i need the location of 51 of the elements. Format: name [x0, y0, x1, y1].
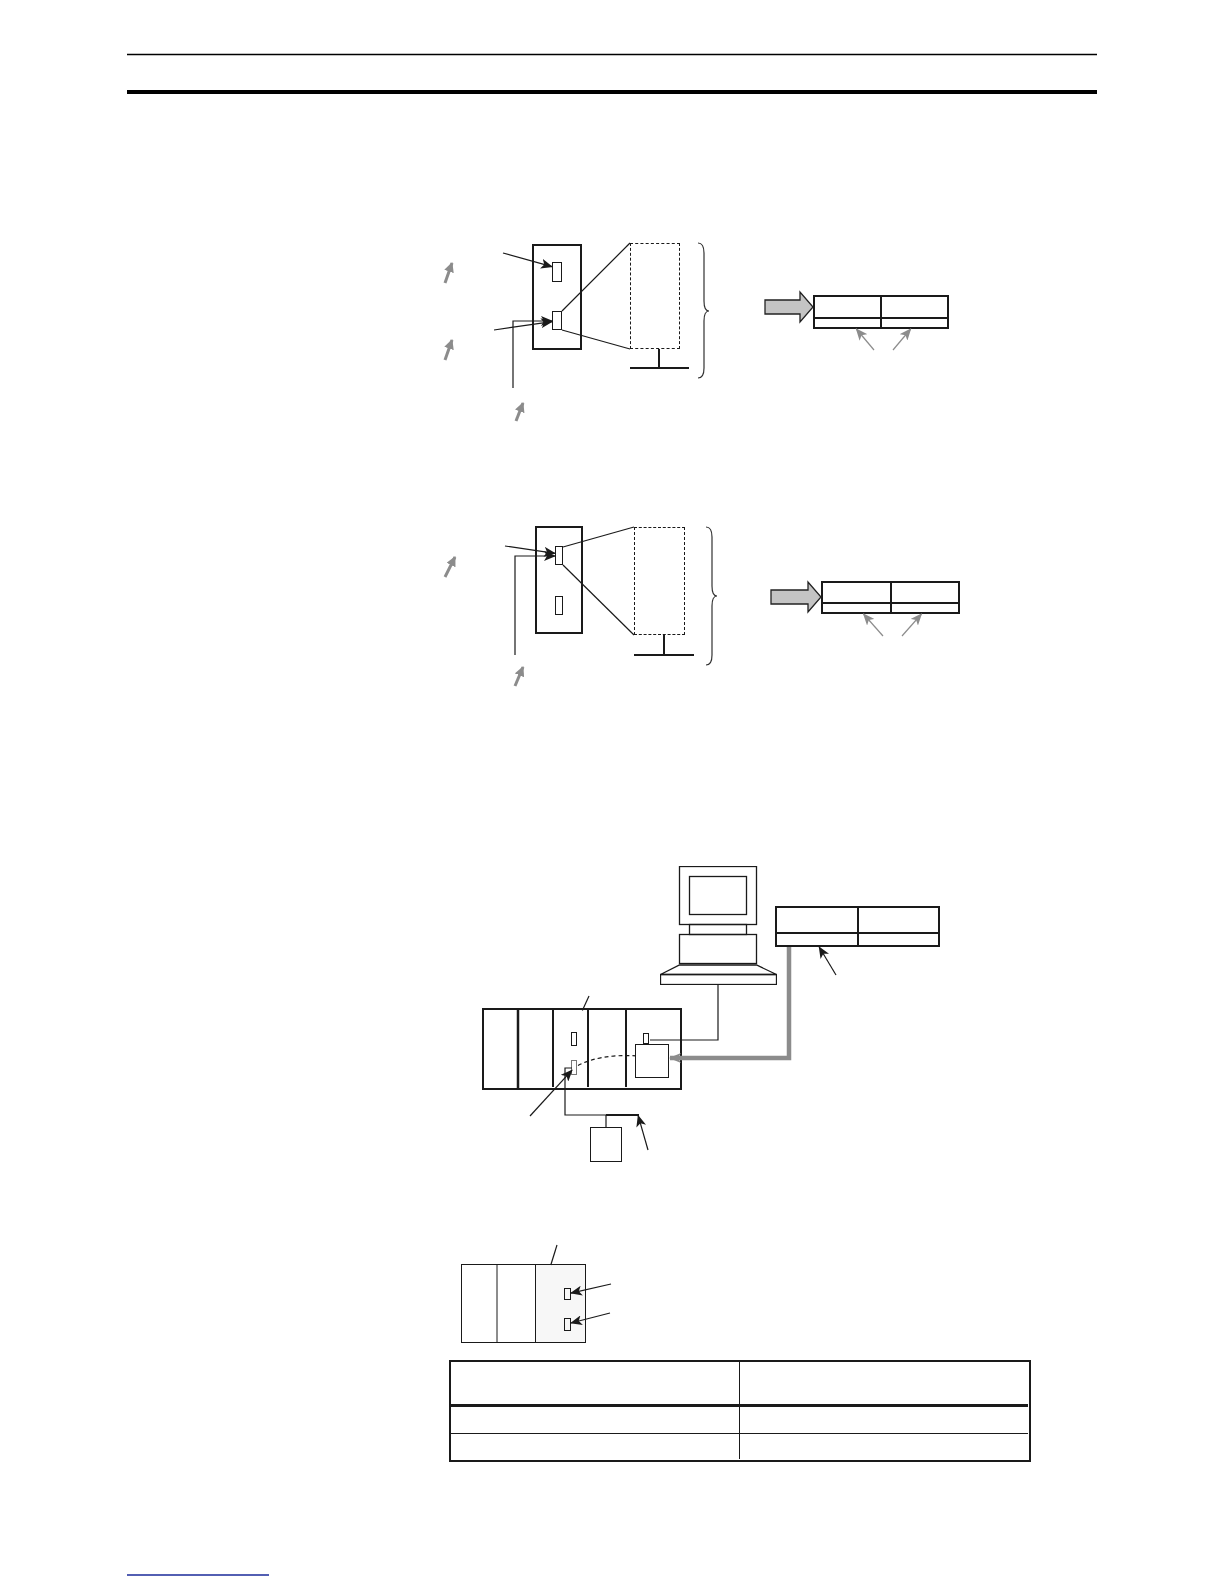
- data-table: [821, 581, 960, 614]
- arrow: [669, 947, 792, 1063]
- block-arrow: [770, 580, 822, 614]
- data-table: [813, 295, 949, 329]
- device-box: [590, 1127, 622, 1162]
- leader-arrow: [636, 1114, 649, 1151]
- detail-view-box: [634, 527, 685, 635]
- leader-arrow: [512, 316, 553, 389]
- port-rect: [571, 1031, 577, 1046]
- leader-arrow: [529, 1069, 573, 1117]
- connector-rect: [643, 1032, 649, 1044]
- detail-view-box: [630, 243, 680, 349]
- leader-arrow: [892, 328, 912, 351]
- module-box: [535, 526, 583, 634]
- cpu-module: [535, 1265, 585, 1342]
- port-rect: [551, 261, 562, 282]
- plc-rack: [461, 1264, 586, 1343]
- module-box: [532, 244, 582, 350]
- connecting-line: [561, 242, 631, 312]
- leader-line: [581, 995, 590, 1012]
- port-rect: [554, 595, 563, 615]
- port-rect: [551, 310, 562, 330]
- cable-line: [606, 1114, 639, 1116]
- leader-line: [550, 1244, 558, 1266]
- leader-arrow: [570, 1283, 612, 1296]
- plc-rack: [482, 1008, 682, 1090]
- leader-arrow: [514, 551, 556, 656]
- connecting-line: [562, 526, 635, 548]
- port-rect: [564, 1288, 571, 1300]
- data-table: [449, 1360, 1031, 1462]
- leader-arrow: [502, 252, 553, 269]
- unit-box: [635, 1043, 669, 1078]
- connecting-line: [561, 329, 631, 350]
- connecting-line: [562, 564, 635, 636]
- cpu-module: [551, 1010, 589, 1087]
- leader-arrow: [570, 1312, 611, 1326]
- leader-arrow: [901, 613, 923, 637]
- leader-arrow: [818, 946, 837, 976]
- leader-arrow: [504, 545, 556, 557]
- port-rect: [554, 545, 563, 565]
- port-rect: [571, 1059, 577, 1075]
- connecting-line: [649, 984, 719, 1041]
- computer-drawing: [660, 866, 777, 985]
- connecting-line: [564, 1067, 607, 1128]
- leader-arrow: [855, 328, 875, 351]
- port-rect: [564, 1318, 571, 1331]
- data-table: [775, 906, 940, 947]
- dashed-link: [577, 1054, 637, 1067]
- leader-arrow: [862, 613, 884, 637]
- block-arrow: [764, 290, 814, 324]
- leader-arrow: [493, 318, 553, 331]
